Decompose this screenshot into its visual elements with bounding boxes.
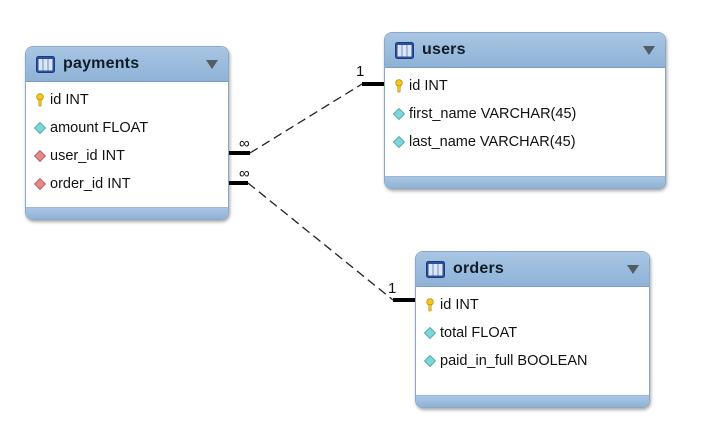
column-icon [423, 354, 437, 368]
entity-payments[interactable]: payments id INT amount FLOAT [25, 46, 229, 220]
entity-users[interactable]: users id INT first_name VARCHAR(45) [384, 32, 666, 189]
cardinality-many-label: ∞ [239, 165, 250, 182]
table-icon [426, 260, 445, 278]
column-label: first_name VARCHAR(45) [409, 106, 577, 122]
collapse-arrow-icon[interactable] [643, 46, 655, 55]
entity-footer [416, 395, 649, 407]
table-icon [36, 55, 55, 73]
entity-title: orders [453, 260, 504, 277]
entity-orders[interactable]: orders id INT total FLOAT [415, 251, 650, 408]
foreign-key-icon [33, 177, 47, 191]
column-label: id INT [440, 297, 479, 313]
relationship-line [247, 182, 394, 301]
column-row[interactable]: total FLOAT [416, 319, 649, 347]
primary-key-icon [395, 79, 403, 93]
relationship-line [249, 83, 363, 154]
cardinality-one-label: 1 [388, 280, 396, 297]
column-row[interactable]: amount FLOAT [26, 114, 228, 142]
column-label: order_id INT [50, 176, 131, 192]
column-row[interactable]: id INT [416, 291, 649, 319]
column-row[interactable]: user_id INT [26, 142, 228, 170]
foreign-key-icon [33, 149, 47, 163]
entity-header[interactable]: payments [26, 47, 228, 82]
column-icon [392, 107, 406, 121]
column-row[interactable]: id INT [26, 86, 228, 114]
entity-footer [26, 207, 228, 219]
column-label: id INT [50, 92, 89, 108]
entity-columns: id INT total FLOAT paid_in_full BOOLEAN [416, 287, 649, 375]
column-label: user_id INT [50, 148, 125, 164]
column-label: amount FLOAT [50, 120, 149, 136]
entity-columns: id INT amount FLOAT user_id INT order_id… [26, 82, 228, 198]
entity-title: payments [63, 55, 140, 72]
column-label: last_name VARCHAR(45) [409, 134, 576, 150]
column-label: paid_in_full BOOLEAN [440, 353, 588, 369]
column-row[interactable]: first_name VARCHAR(45) [385, 100, 665, 128]
entity-columns: id INT first_name VARCHAR(45) last_name … [385, 68, 665, 156]
relationship-payments-users: ∞ 1 [227, 63, 384, 155]
collapse-arrow-icon[interactable] [627, 265, 639, 274]
column-row[interactable]: paid_in_full BOOLEAN [416, 347, 649, 375]
column-label: id INT [409, 78, 448, 94]
entity-title: users [422, 41, 466, 58]
collapse-arrow-icon[interactable] [206, 60, 218, 69]
column-icon [33, 121, 47, 135]
cardinality-many-label: ∞ [239, 135, 250, 152]
primary-key-icon [426, 298, 434, 312]
column-icon [423, 326, 437, 340]
entity-header[interactable]: users [385, 33, 665, 68]
column-row[interactable]: order_id INT [26, 170, 228, 198]
column-label: total FLOAT [440, 325, 518, 341]
table-icon [395, 41, 414, 59]
column-row[interactable]: last_name VARCHAR(45) [385, 128, 665, 156]
cardinality-one-label: 1 [356, 63, 364, 80]
entity-footer [385, 176, 665, 188]
column-icon [392, 135, 406, 149]
primary-key-icon [36, 93, 44, 107]
column-row[interactable]: id INT [385, 72, 665, 100]
entity-header[interactable]: orders [416, 252, 649, 287]
